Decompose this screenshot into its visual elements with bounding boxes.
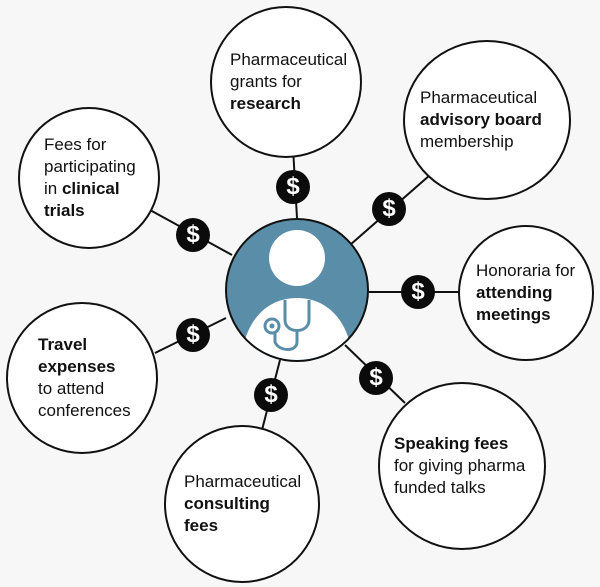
bubble-travel: Travel expenses to attend conferences xyxy=(6,302,158,454)
dollar-icon: $ xyxy=(176,218,210,252)
dollar-icon: $ xyxy=(401,275,435,309)
center-hub xyxy=(225,218,369,362)
dollar-icon: $ xyxy=(254,378,288,412)
label-line: expenses xyxy=(38,357,116,376)
label-line: for giving pharma xyxy=(394,456,526,475)
label-fragment-bold: clinical xyxy=(61,179,120,198)
bubble-speaking: Speaking fees for giving pharma funded t… xyxy=(378,382,546,550)
bubble-research-text: Pharmaceutical grants for research xyxy=(230,49,347,115)
bubble-research: Pharmaceutical grants for research xyxy=(210,6,362,158)
label-line: trials xyxy=(44,201,85,220)
bubble-advisory-text: Pharmaceutical advisory board membership xyxy=(420,87,542,153)
label-line: membership xyxy=(420,132,514,151)
label-line: attending xyxy=(476,283,553,302)
label-line: Pharmaceutical xyxy=(230,50,348,69)
label-line: Fees for xyxy=(44,135,107,154)
label-line: participating xyxy=(44,157,136,176)
label-line: grants for xyxy=(230,72,302,91)
dollar-icon: $ xyxy=(372,192,406,226)
label-line: in clinical xyxy=(44,178,136,200)
label-line: meetings xyxy=(476,305,551,324)
dollar-icon: $ xyxy=(359,361,393,395)
label-line: Travel xyxy=(38,335,88,354)
label-line: research xyxy=(230,94,301,113)
bubble-speaking-text: Speaking fees for giving pharma funded t… xyxy=(394,433,525,499)
label-line: Speaking fees xyxy=(394,434,509,453)
bubble-consulting: Pharmaceutical consulting fees xyxy=(164,425,320,583)
label-line: conferences xyxy=(38,401,131,420)
dollar-icon: $ xyxy=(276,170,310,204)
label-line: Pharmaceutical xyxy=(420,88,538,107)
label-line: advisory board xyxy=(420,110,542,129)
label-fragment: in xyxy=(44,179,62,198)
bubble-honoraria: Honoraria for attending meetings xyxy=(458,225,594,361)
bubble-advisory: Pharmaceutical advisory board membership xyxy=(403,40,571,200)
dollar-icon: $ xyxy=(176,318,210,352)
bubble-clinical: Fees for participating in clinical trial… xyxy=(18,107,160,249)
bubble-consulting-text: Pharmaceutical consulting fees xyxy=(184,471,301,537)
label-line: Honoraria for xyxy=(476,261,576,280)
label-line: fees xyxy=(184,516,219,535)
label-line: to attend xyxy=(38,379,105,398)
bubble-honoraria-text: Honoraria for attending meetings xyxy=(476,260,575,326)
label-line: Pharmaceutical xyxy=(184,472,302,491)
doctor-with-stethoscope-icon xyxy=(241,230,353,360)
label-line: funded talks xyxy=(394,478,486,497)
bubble-travel-text: Travel expenses to attend conferences xyxy=(38,334,131,422)
bubble-clinical-text: Fees for participating in clinical trial… xyxy=(44,134,136,222)
label-line: consulting xyxy=(184,494,270,513)
